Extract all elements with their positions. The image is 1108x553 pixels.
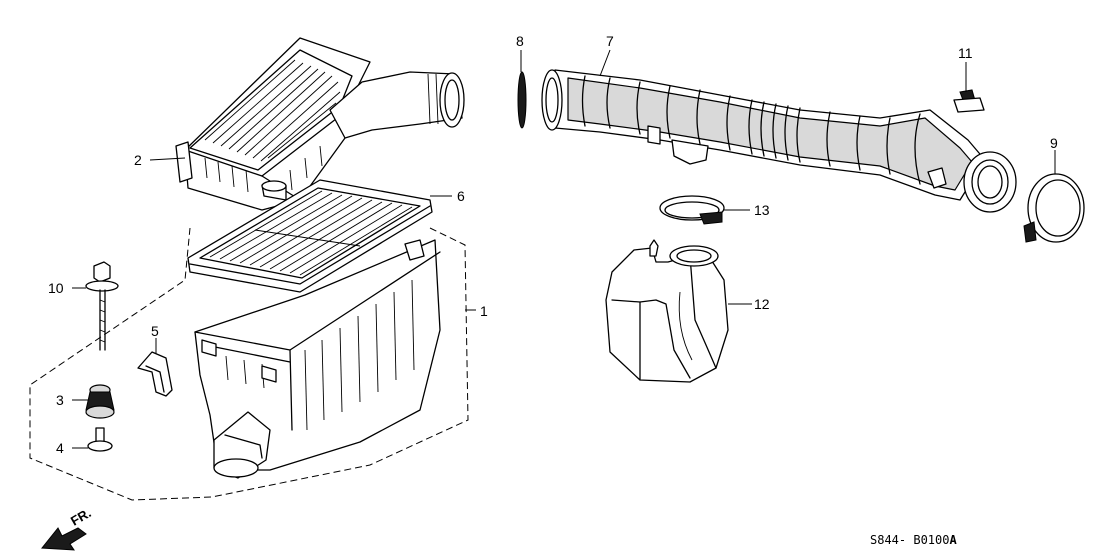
front-direction-label: FR. bbox=[68, 505, 94, 528]
callout-8: 8 bbox=[516, 33, 524, 49]
callout-6: 6 bbox=[457, 188, 465, 204]
collar-part-4 bbox=[87, 427, 113, 452]
air-cleaner-cover bbox=[175, 37, 465, 211]
hose-clamp-part-13 bbox=[659, 195, 725, 225]
diagram-code-main: S844- B0100 bbox=[870, 533, 949, 547]
callout-11: 11 bbox=[958, 45, 973, 61]
resonator-part-12 bbox=[605, 239, 729, 383]
callout-9: 9 bbox=[1050, 135, 1058, 151]
callout-10: 10 bbox=[48, 280, 64, 296]
front-direction-arrow bbox=[41, 527, 87, 551]
callout-2: 2 bbox=[134, 152, 142, 168]
diagram-code-suffix: A bbox=[949, 533, 957, 547]
diagram-code: S844- B0100A bbox=[870, 533, 957, 547]
callout-5: 5 bbox=[151, 323, 159, 339]
rubber-mount-part-3 bbox=[85, 384, 115, 419]
clip-part-5 bbox=[137, 351, 173, 397]
callout-13: 13 bbox=[754, 202, 770, 218]
callout-3: 3 bbox=[56, 392, 64, 408]
callout-7: 7 bbox=[606, 33, 614, 49]
small-clamp-part-11 bbox=[953, 89, 985, 113]
gasket-part-8 bbox=[517, 71, 527, 129]
intake-tube-part-7 bbox=[541, 69, 1017, 213]
air-cleaner-element bbox=[187, 179, 433, 293]
callout-4: 4 bbox=[56, 440, 64, 456]
callout-12: 12 bbox=[754, 296, 770, 312]
leader-lines bbox=[72, 49, 1056, 449]
bolt-washer-part-10 bbox=[85, 261, 119, 351]
air-cleaner-case bbox=[194, 239, 441, 479]
hose-band-part-9 bbox=[1023, 173, 1085, 243]
assembly-outline bbox=[29, 227, 469, 501]
callout-1: 1 bbox=[480, 303, 488, 319]
